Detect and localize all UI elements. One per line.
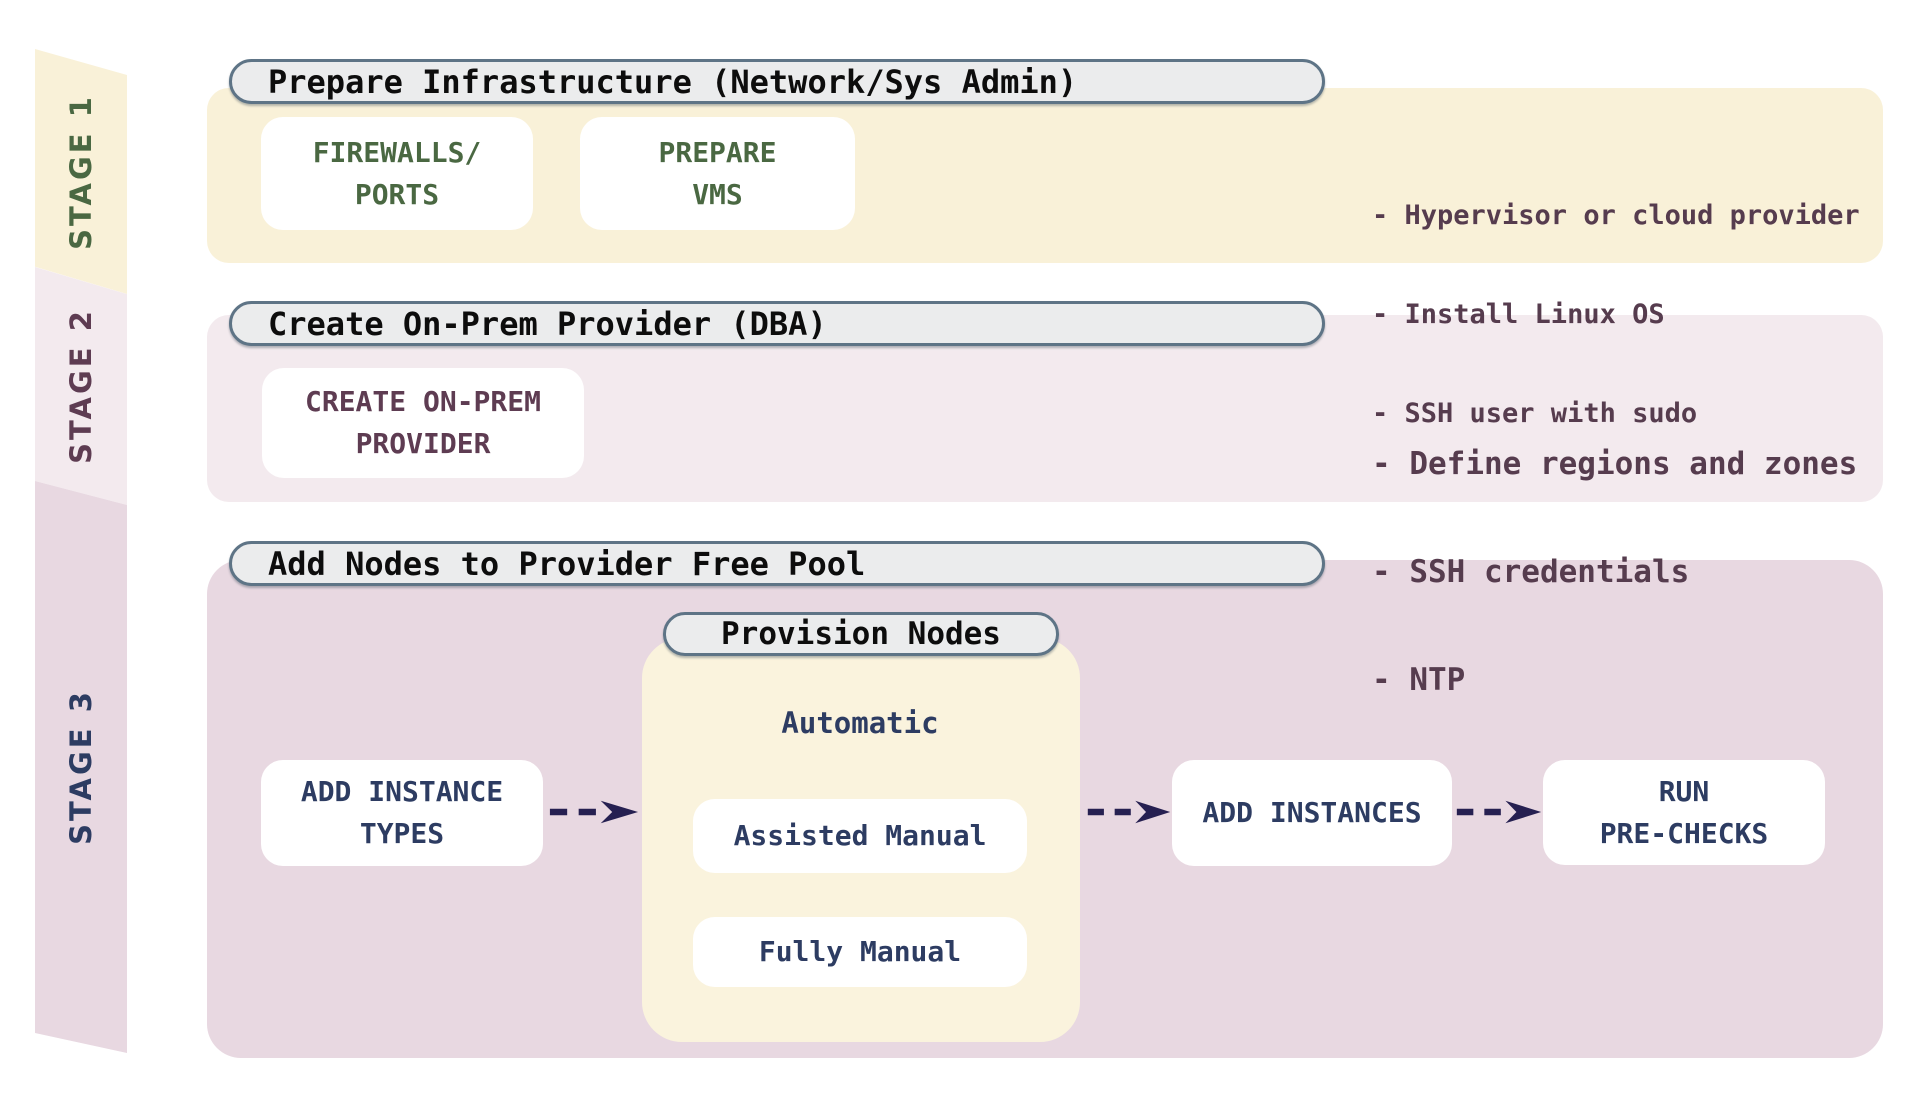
firewalls-line1: FIREWALLS/ bbox=[312, 135, 482, 169]
ribbon-stage-3: STAGE 3 bbox=[35, 481, 127, 1053]
provision-nodes-header-text: Provision Nodes bbox=[721, 616, 1001, 652]
stage-2-notes: - Define regions and zones - SSH credent… bbox=[1372, 374, 1857, 770]
assisted-manual-label: Assisted Manual bbox=[733, 819, 987, 852]
create-onprem-provider-node: CREATE ON-PREM PROVIDER bbox=[262, 368, 584, 478]
add-instances-label: ADD INSTANCES bbox=[1202, 796, 1422, 829]
stage-2-label: STAGE 2 bbox=[64, 308, 98, 464]
stage-2-header-pill: Create On-Prem Provider (DBA) bbox=[229, 301, 1325, 346]
stage-1-note-3: - SSH user with sudo bbox=[1372, 398, 1698, 429]
firewalls-ports-node: FIREWALLS/ PORTS bbox=[261, 117, 533, 230]
add-instance-types-node: ADD INSTANCE TYPES bbox=[261, 760, 543, 866]
add-instance-types-line1: ADD INSTANCE bbox=[300, 775, 504, 808]
dashed-arrow-icon bbox=[1455, 798, 1543, 826]
create-provider-line2: PROVIDER bbox=[355, 427, 491, 460]
create-provider-line1: CREATE ON-PREM bbox=[304, 385, 541, 418]
ribbon-stage-2: STAGE 2 bbox=[35, 267, 127, 505]
run-prechecks-node: RUN PRE-CHECKS bbox=[1543, 760, 1825, 865]
automatic-option-label: Automatic bbox=[781, 706, 939, 740]
stage-2-note-3: - NTP bbox=[1372, 662, 1466, 698]
stage-1-notes: - Hypervisor or cloud provider - Install… bbox=[1372, 133, 1860, 496]
stage-1-note-1: - Hypervisor or cloud provider bbox=[1372, 200, 1860, 231]
stage-1-label: STAGE 1 bbox=[64, 93, 98, 250]
prepare-vms-line1: PREPARE bbox=[658, 135, 777, 169]
stage-3-header-pill: Add Nodes to Provider Free Pool bbox=[229, 541, 1325, 586]
add-instance-types-line2: TYPES bbox=[359, 817, 445, 850]
assisted-manual-node: Assisted Manual bbox=[693, 799, 1027, 873]
stage-3-header-text: Add Nodes to Provider Free Pool bbox=[268, 544, 866, 583]
stage-2-note-1: - Define regions and zones bbox=[1372, 446, 1858, 482]
stage-2-header-text: Create On-Prem Provider (DBA) bbox=[268, 304, 827, 343]
run-prechecks-line1: RUN bbox=[1658, 774, 1710, 808]
provision-nodes-header-pill: Provision Nodes bbox=[663, 612, 1059, 656]
fully-manual-node: Fully Manual bbox=[693, 917, 1027, 987]
stage-1-header-text: Prepare Infrastructure (Network/Sys Admi… bbox=[268, 62, 1078, 101]
run-prechecks-line2: PRE-CHECKS bbox=[1599, 816, 1769, 850]
stage-2-note-2: - SSH credentials bbox=[1372, 554, 1690, 590]
dashed-arrow-icon bbox=[1086, 798, 1172, 826]
ribbon-stage-1: STAGE 1 bbox=[35, 49, 127, 294]
prepare-vms-node: PREPARE VMS bbox=[580, 117, 855, 230]
stage-1-note-2: - Install Linux OS bbox=[1372, 299, 1665, 330]
add-instances-node: ADD INSTANCES bbox=[1172, 760, 1452, 866]
prepare-vms-line2: VMS bbox=[692, 177, 743, 211]
fully-manual-label: Fully Manual bbox=[758, 935, 962, 968]
stage-1-header-pill: Prepare Infrastructure (Network/Sys Admi… bbox=[229, 59, 1325, 104]
dashed-arrow-icon bbox=[548, 798, 640, 826]
firewalls-line2: PORTS bbox=[354, 177, 440, 211]
stage-3-label: STAGE 3 bbox=[64, 689, 98, 845]
